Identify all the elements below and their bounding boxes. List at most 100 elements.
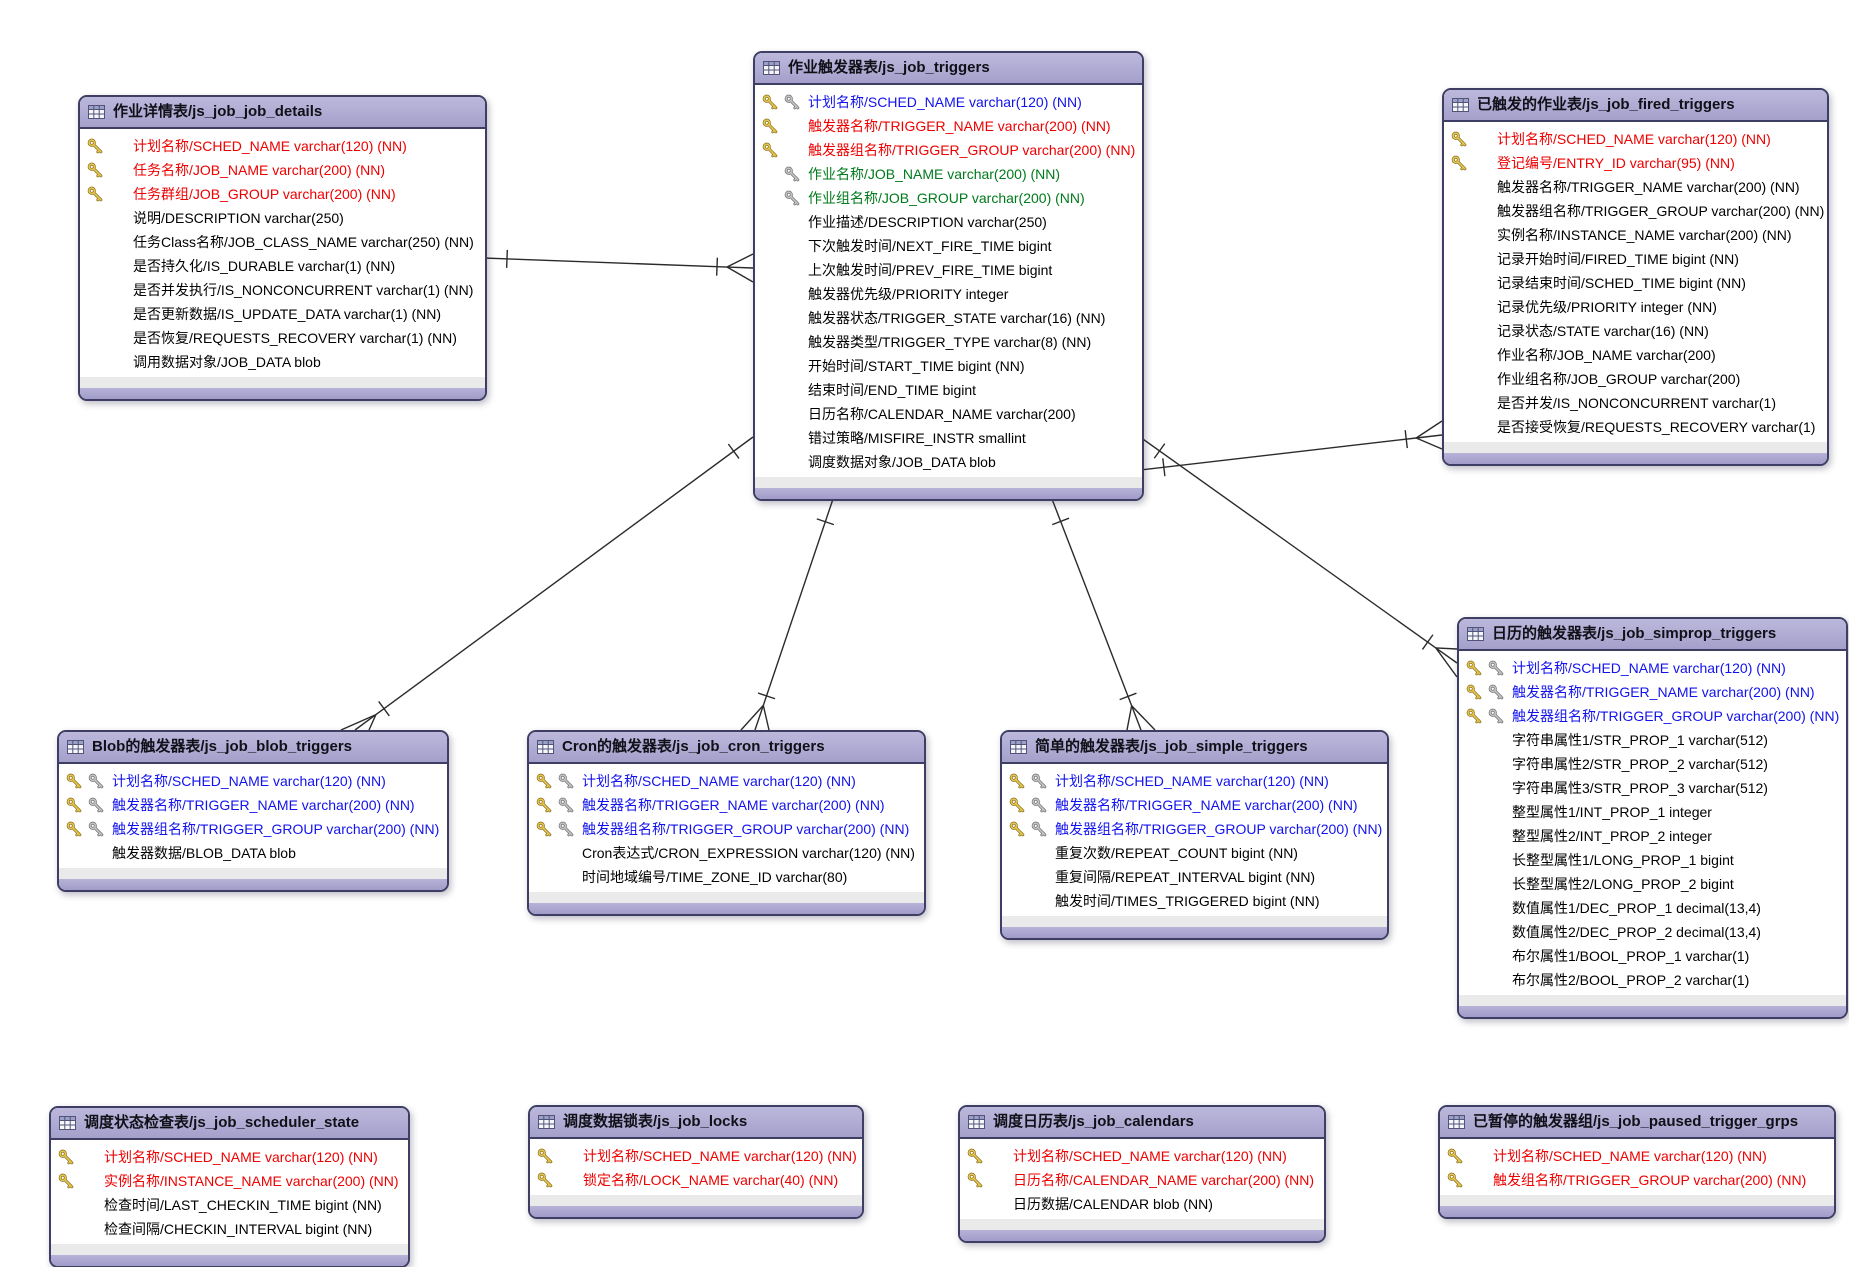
- table-header[interactable]: Cron的触发器表/js_job_cron_triggers: [529, 732, 924, 764]
- field-row[interactable]: 触发器组名称/TRIGGER_GROUP varchar(200) (NN): [1002, 817, 1387, 841]
- field-row[interactable]: 触发器类型/TRIGGER_TYPE varchar(8) (NN): [755, 330, 1142, 354]
- table-header[interactable]: 作业触发器表/js_job_triggers: [755, 53, 1142, 85]
- field-row[interactable]: 整型属性2/INT_PROP_2 integer: [1459, 824, 1846, 848]
- field-row[interactable]: 日历数据/CALENDAR blob (NN): [960, 1192, 1324, 1216]
- field-row[interactable]: 触发器优先级/PRIORITY integer: [755, 282, 1142, 306]
- field-row[interactable]: 检查时间/LAST_CHECKIN_TIME bigint (NN): [51, 1193, 408, 1217]
- table-js_job_cron_triggers[interactable]: Cron的触发器表/js_job_cron_triggers 计划名称/SCHED…: [527, 730, 926, 916]
- field-row[interactable]: 结束时间/END_TIME bigint: [755, 378, 1142, 402]
- table-header[interactable]: 作业详情表/js_job_job_details: [80, 97, 485, 129]
- field-row[interactable]: 日历名称/CALENDAR_NAME varchar(200): [755, 402, 1142, 426]
- field-row[interactable]: 触发器组名称/TRIGGER_GROUP varchar(200) (NN): [529, 817, 924, 841]
- table-js_job_scheduler_state[interactable]: 调度状态检查表/js_job_scheduler_state 计划名称/SCHED…: [49, 1106, 410, 1267]
- field-row[interactable]: 整型属性1/INT_PROP_1 integer: [1459, 800, 1846, 824]
- field-row[interactable]: 作业组名称/JOB_GROUP varchar(200): [1444, 367, 1827, 391]
- field-row[interactable]: 计划名称/SCHED_NAME varchar(120) (NN): [80, 134, 485, 158]
- table-js_job_fired_triggers[interactable]: 已触发的作业表/js_job_fired_triggers 计划名称/SCHED_…: [1442, 88, 1829, 466]
- field-row[interactable]: Cron表达式/CRON_EXPRESSION varchar(120) (NN…: [529, 841, 924, 865]
- field-row[interactable]: 登记编号/ENTRY_ID varchar(95) (NN): [1444, 151, 1827, 175]
- field-row[interactable]: 记录状态/STATE varchar(16) (NN): [1444, 319, 1827, 343]
- field-row[interactable]: 调度数据对象/JOB_DATA blob: [755, 450, 1142, 474]
- table-js_job_simprop_triggers[interactable]: 日历的触发器表/js_job_simprop_triggers 计划名称/SCHE…: [1457, 617, 1848, 1019]
- field-row[interactable]: 计划名称/SCHED_NAME varchar(120) (NN): [960, 1144, 1324, 1168]
- field-row[interactable]: 数值属性1/DEC_PROP_1 decimal(13,4): [1459, 896, 1846, 920]
- table-js_job_paused_trigger_grps[interactable]: 已暂停的触发器组/js_job_paused_trigger_grps 计划名称/…: [1438, 1105, 1836, 1219]
- field-row[interactable]: 记录优先级/PRIORITY integer (NN): [1444, 295, 1827, 319]
- field-row[interactable]: 开始时间/START_TIME bigint (NN): [755, 354, 1142, 378]
- field-row[interactable]: 触发组名称/TRIGGER_GROUP varchar(200) (NN): [1440, 1168, 1834, 1192]
- field-row[interactable]: 说明/DESCRIPTION varchar(250): [80, 206, 485, 230]
- field-row[interactable]: 作业组名称/JOB_GROUP varchar(200) (NN): [755, 186, 1142, 210]
- field-row[interactable]: 重复次数/REPEAT_COUNT bigint (NN): [1002, 841, 1387, 865]
- field-row[interactable]: 触发时间/TIMES_TRIGGERED bigint (NN): [1002, 889, 1387, 913]
- field-row[interactable]: 调用数据对象/JOB_DATA blob: [80, 350, 485, 374]
- field-row[interactable]: 触发器组名称/TRIGGER_GROUP varchar(200) (NN): [59, 817, 447, 841]
- field-row[interactable]: 计划名称/SCHED_NAME varchar(120) (NN): [1459, 656, 1846, 680]
- field-row[interactable]: 计划名称/SCHED_NAME varchar(120) (NN): [1002, 769, 1387, 793]
- field-row[interactable]: 触发器名称/TRIGGER_NAME varchar(200) (NN): [529, 793, 924, 817]
- table-js_job_blob_triggers[interactable]: Blob的触发器表/js_job_blob_triggers 计划名称/SCHED…: [57, 730, 449, 892]
- field-row[interactable]: 触发器组名称/TRIGGER_GROUP varchar(200) (NN): [1459, 704, 1846, 728]
- table-js_job_locks[interactable]: 调度数据锁表/js_job_locks 计划名称/SCHED_NAME varch…: [528, 1105, 864, 1219]
- field-row[interactable]: 是否接受恢复/REQUESTS_RECOVERY varchar(1): [1444, 415, 1827, 439]
- field-row[interactable]: 触发器组名称/TRIGGER_GROUP varchar(200) (NN): [755, 138, 1142, 162]
- field-row[interactable]: 检查间隔/CHECKIN_INTERVAL bigint (NN): [51, 1217, 408, 1241]
- field-row[interactable]: 触发器名称/TRIGGER_NAME varchar(200) (NN): [755, 114, 1142, 138]
- field-row[interactable]: 锁定名称/LOCK_NAME varchar(40) (NN): [530, 1168, 862, 1192]
- field-row[interactable]: 长整型属性2/LONG_PROP_2 bigint: [1459, 872, 1846, 896]
- field-row[interactable]: 作业描述/DESCRIPTION varchar(250): [755, 210, 1142, 234]
- table-js_job_calendars[interactable]: 调度日历表/js_job_calendars 计划名称/SCHED_NAME va…: [958, 1105, 1326, 1243]
- field-row[interactable]: 触发器组名称/TRIGGER_GROUP varchar(200) (NN): [1444, 199, 1827, 223]
- field-row[interactable]: 实例名称/INSTANCE_NAME varchar(200) (NN): [51, 1169, 408, 1193]
- field-row[interactable]: 字符串属性1/STR_PROP_1 varchar(512): [1459, 728, 1846, 752]
- table-header[interactable]: 简单的触发器表/js_job_simple_triggers: [1002, 732, 1387, 764]
- field-row[interactable]: 触发器名称/TRIGGER_NAME varchar(200) (NN): [1444, 175, 1827, 199]
- field-row[interactable]: 任务Class名称/JOB_CLASS_NAME varchar(250) (N…: [80, 230, 485, 254]
- table-header[interactable]: 日历的触发器表/js_job_simprop_triggers: [1459, 619, 1846, 651]
- field-row[interactable]: 作业名称/JOB_NAME varchar(200) (NN): [755, 162, 1142, 186]
- table-header[interactable]: 已触发的作业表/js_job_fired_triggers: [1444, 90, 1827, 122]
- field-row[interactable]: 计划名称/SCHED_NAME varchar(120) (NN): [530, 1144, 862, 1168]
- field-row[interactable]: 字符串属性3/STR_PROP_3 varchar(512): [1459, 776, 1846, 800]
- field-row[interactable]: 重复间隔/REPEAT_INTERVAL bigint (NN): [1002, 865, 1387, 889]
- field-row[interactable]: 计划名称/SCHED_NAME varchar(120) (NN): [59, 769, 447, 793]
- table-header[interactable]: 调度状态检查表/js_job_scheduler_state: [51, 1108, 408, 1140]
- field-row[interactable]: 任务名称/JOB_NAME varchar(200) (NN): [80, 158, 485, 182]
- field-row[interactable]: 日历名称/CALENDAR_NAME varchar(200) (NN): [960, 1168, 1324, 1192]
- field-row[interactable]: 记录结束时间/SCHED_TIME bigint (NN): [1444, 271, 1827, 295]
- field-row[interactable]: 计划名称/SCHED_NAME varchar(120) (NN): [529, 769, 924, 793]
- field-row[interactable]: 计划名称/SCHED_NAME varchar(120) (NN): [1440, 1144, 1834, 1168]
- field-row[interactable]: 长整型属性1/LONG_PROP_1 bigint: [1459, 848, 1846, 872]
- field-row[interactable]: 触发器名称/TRIGGER_NAME varchar(200) (NN): [59, 793, 447, 817]
- field-row[interactable]: 下次触发时间/NEXT_FIRE_TIME bigint: [755, 234, 1142, 258]
- table-header[interactable]: 调度日历表/js_job_calendars: [960, 1107, 1324, 1139]
- field-row[interactable]: 实例名称/INSTANCE_NAME varchar(200) (NN): [1444, 223, 1827, 247]
- field-row[interactable]: 时间地域编号/TIME_ZONE_ID varchar(80): [529, 865, 924, 889]
- field-row[interactable]: 作业名称/JOB_NAME varchar(200): [1444, 343, 1827, 367]
- field-row[interactable]: 是否持久化/IS_DURABLE varchar(1) (NN): [80, 254, 485, 278]
- table-header[interactable]: 调度数据锁表/js_job_locks: [530, 1107, 862, 1139]
- field-row[interactable]: 字符串属性2/STR_PROP_2 varchar(512): [1459, 752, 1846, 776]
- field-row[interactable]: 计划名称/SCHED_NAME varchar(120) (NN): [51, 1145, 408, 1169]
- field-row[interactable]: 数值属性2/DEC_PROP_2 decimal(13,4): [1459, 920, 1846, 944]
- field-row[interactable]: 上次触发时间/PREV_FIRE_TIME bigint: [755, 258, 1142, 282]
- field-row[interactable]: 触发器数据/BLOB_DATA blob: [59, 841, 447, 865]
- field-row[interactable]: 是否并发执行/IS_NONCONCURRENT varchar(1) (NN): [80, 278, 485, 302]
- table-js_job_simple_triggers[interactable]: 简单的触发器表/js_job_simple_triggers 计划名称/SCHED…: [1000, 730, 1389, 940]
- field-row[interactable]: 布尔属性1/BOOL_PROP_1 varchar(1): [1459, 944, 1846, 968]
- field-row[interactable]: 触发器名称/TRIGGER_NAME varchar(200) (NN): [1459, 680, 1846, 704]
- field-row[interactable]: 计划名称/SCHED_NAME varchar(120) (NN): [1444, 127, 1827, 151]
- table-header[interactable]: 已暂停的触发器组/js_job_paused_trigger_grps: [1440, 1107, 1834, 1139]
- field-row[interactable]: 是否更新数据/IS_UPDATE_DATA varchar(1) (NN): [80, 302, 485, 326]
- field-row[interactable]: 是否恢复/REQUESTS_RECOVERY varchar(1) (NN): [80, 326, 485, 350]
- table-header[interactable]: Blob的触发器表/js_job_blob_triggers: [59, 732, 447, 764]
- field-row[interactable]: 触发器状态/TRIGGER_STATE varchar(16) (NN): [755, 306, 1142, 330]
- field-row[interactable]: 是否并发/IS_NONCONCURRENT varchar(1): [1444, 391, 1827, 415]
- field-row[interactable]: 触发器名称/TRIGGER_NAME varchar(200) (NN): [1002, 793, 1387, 817]
- field-row[interactable]: 错过策略/MISFIRE_INSTR smallint: [755, 426, 1142, 450]
- field-row[interactable]: 布尔属性2/BOOL_PROP_2 varchar(1): [1459, 968, 1846, 992]
- field-row[interactable]: 任务群组/JOB_GROUP varchar(200) (NN): [80, 182, 485, 206]
- table-js_job_job_details[interactable]: 作业详情表/js_job_job_details 计划名称/SCHED_NAME …: [78, 95, 487, 401]
- field-row[interactable]: 记录开始时间/FIRED_TIME bigint (NN): [1444, 247, 1827, 271]
